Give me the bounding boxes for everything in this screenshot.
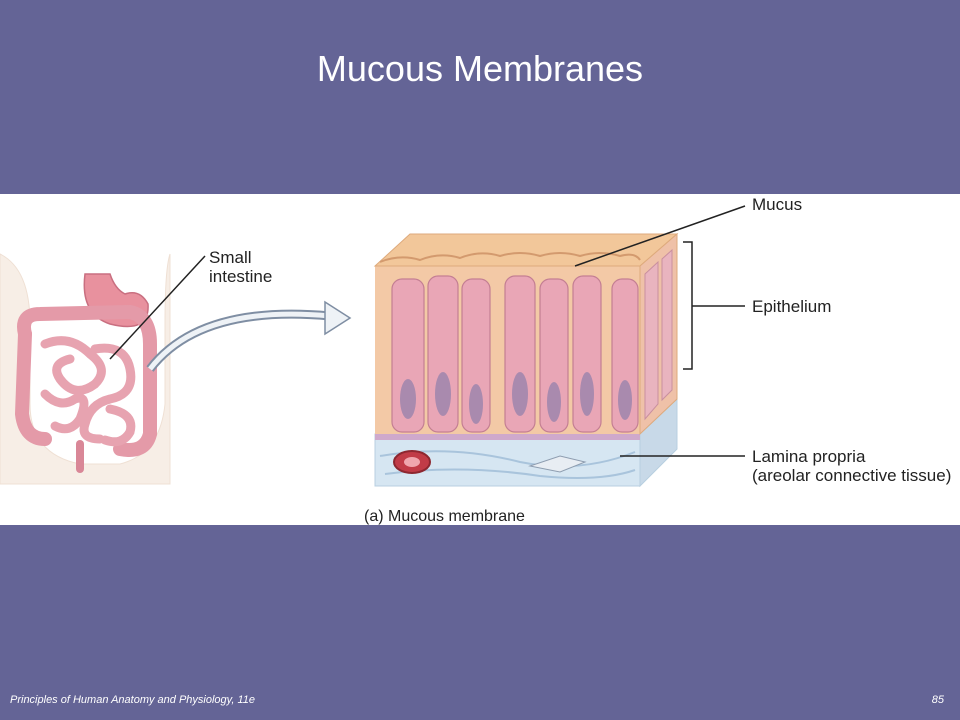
figure-panel: Small intestine Mucus Epithelium Lamina … [0, 194, 960, 525]
mucus-droplets [379, 252, 641, 263]
pointer-arrowhead [324, 300, 352, 336]
side-cells [644, 248, 673, 421]
fibroblast-cell [528, 455, 587, 473]
label-lamina-propria-line2: (areolar connective tissue) [752, 466, 952, 485]
pointer-arrow-inner [148, 311, 331, 371]
leader-mucus [574, 205, 746, 267]
large-intestine-left [14, 327, 52, 446]
leader-small-intestine [109, 255, 206, 360]
slide-title: Mucous Membranes [316, 48, 644, 89]
label-small-intestine-line1: Small [209, 248, 252, 267]
blood-vessel-lumen [404, 457, 420, 467]
mucus-layer-top [373, 233, 679, 267]
label-epithelium: Epithelium [752, 297, 832, 316]
mucous-membrane-illustration [0, 205, 746, 488]
footer-book-title: Principles of Human Anatomy and Physiolo… [10, 694, 255, 706]
epithelium-bracket [683, 241, 693, 370]
label-lamina-propria-line1: Lamina propria [752, 447, 866, 466]
figure-caption: (a) Mucous membrane [364, 508, 525, 525]
cell-nuclei [400, 372, 632, 424]
slide-page-number: 85 [931, 694, 944, 706]
label-mucus: Mucus [752, 195, 803, 214]
torso-outline [0, 253, 171, 485]
small-intestine-coils [40, 336, 136, 447]
label-small-intestine-line2: intestine [209, 267, 273, 286]
